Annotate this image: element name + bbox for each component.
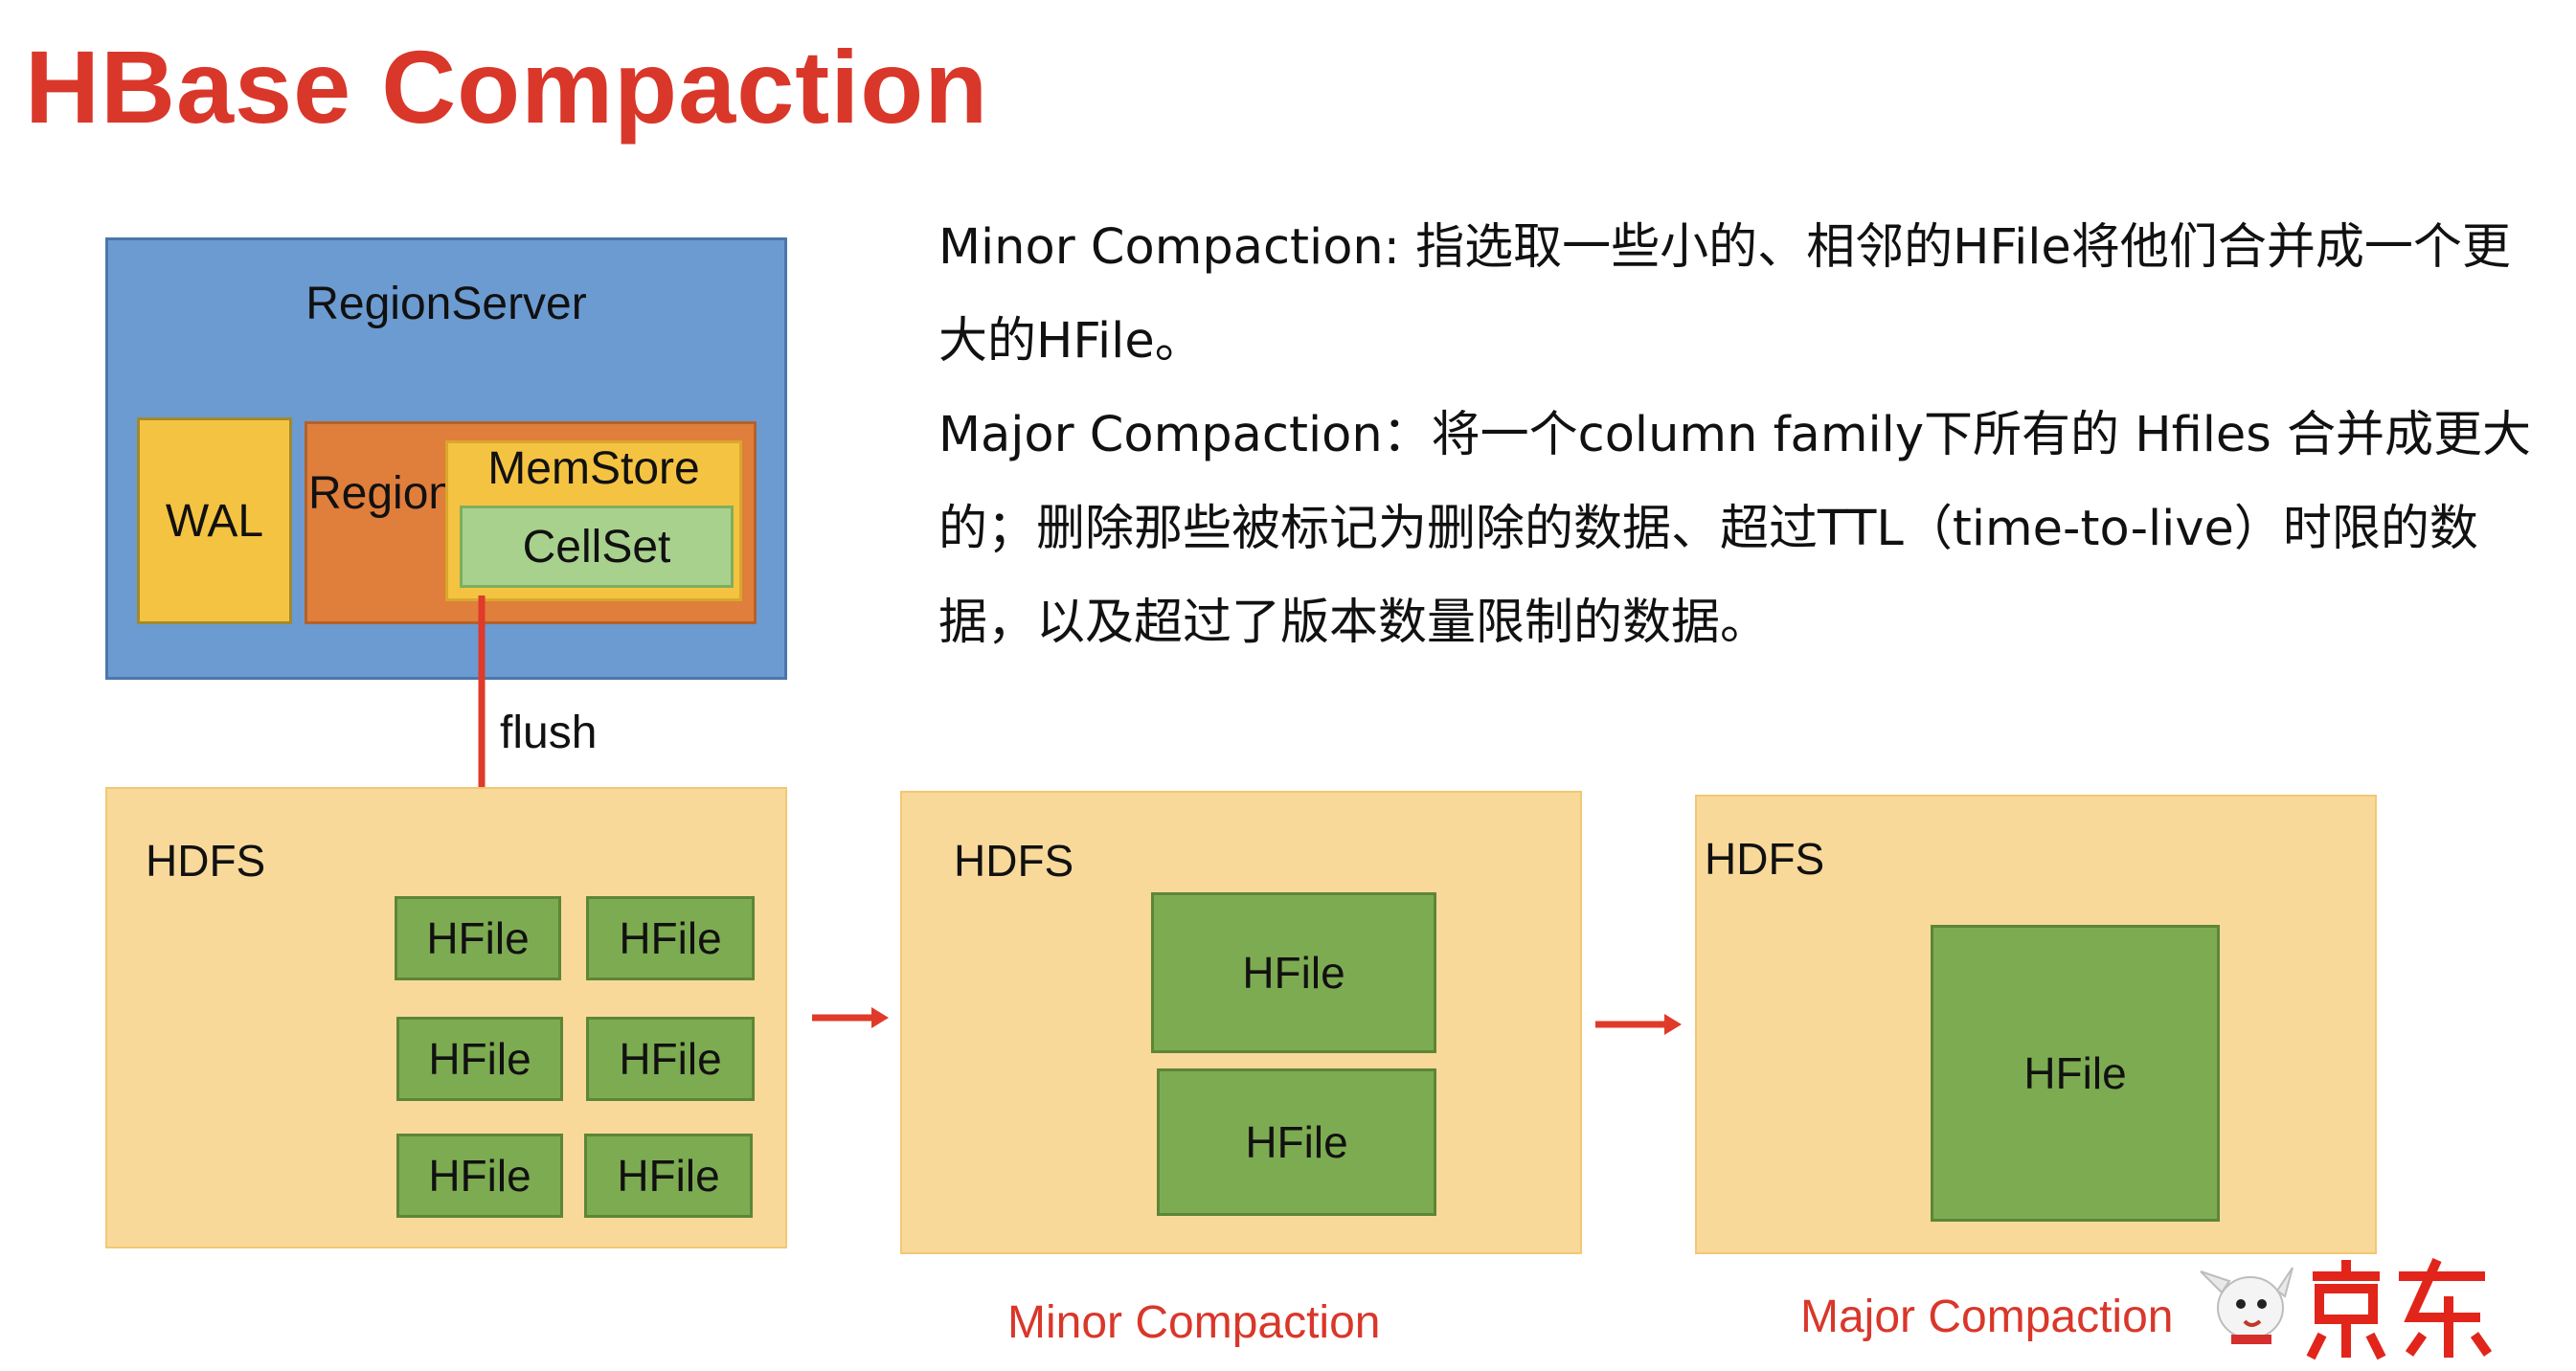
hdfs-label: HDFS xyxy=(146,836,266,886)
major-compaction-arrow xyxy=(1595,1014,1682,1035)
cellset-box: CellSet xyxy=(460,506,734,588)
region-label: Region xyxy=(308,468,455,519)
jd-logo xyxy=(2200,1257,2493,1360)
hfile-box: HFile xyxy=(584,1134,753,1218)
cellset-label: CellSet xyxy=(522,521,671,573)
major-compaction-caption: Major Compaction xyxy=(1800,1292,2174,1342)
hfile-box: HFile xyxy=(1931,925,2220,1222)
hfile-label: HFile xyxy=(1242,948,1345,998)
hfile-label: HFile xyxy=(428,1034,531,1084)
hfile-label: HFile xyxy=(426,913,530,963)
hfile-box: HFile xyxy=(395,896,561,980)
hfile-box: HFile xyxy=(1151,892,1436,1053)
hfile-label: HFile xyxy=(617,1151,720,1201)
major-compaction-description: Major Compaction：将一个column family下所有的 Hf… xyxy=(938,407,2532,651)
description: Minor Compaction: 指选取一些小的、相邻的HFile将他们合并成… xyxy=(938,201,2557,670)
flush-label: flush xyxy=(500,708,598,758)
hdfs-label: HDFS xyxy=(1705,834,1825,884)
hfile-box: HFile xyxy=(396,1017,563,1101)
hfile-box: HFile xyxy=(1157,1068,1436,1216)
wal-label: WAL xyxy=(165,495,264,547)
hfile-label: HFile xyxy=(619,1034,722,1084)
hfile-box: HFile xyxy=(586,1017,755,1101)
hfile-box: HFile xyxy=(396,1134,563,1218)
hfile-label: HFile xyxy=(1245,1117,1348,1167)
minor-compaction-caption: Minor Compaction xyxy=(1007,1297,1381,1348)
hfile-label: HFile xyxy=(619,913,722,963)
hfile-label: HFile xyxy=(2023,1048,2127,1098)
wal-box: WAL xyxy=(137,417,292,624)
jd-mascot-icon xyxy=(2200,1267,2294,1344)
minor-compaction-description: Minor Compaction: 指选取一些小的、相邻的HFile将他们合并成… xyxy=(938,219,2511,370)
hfile-box: HFile xyxy=(586,896,755,980)
hdfs-label: HDFS xyxy=(954,836,1074,886)
memstore-label: MemStore xyxy=(487,443,700,494)
minor-compaction-arrow xyxy=(812,1007,889,1028)
hfile-label: HFile xyxy=(428,1151,531,1201)
region-server-label: RegionServer xyxy=(305,279,587,329)
page-title: HBase Compaction xyxy=(25,29,989,145)
jd-wordmark-icon xyxy=(2306,1257,2493,1360)
